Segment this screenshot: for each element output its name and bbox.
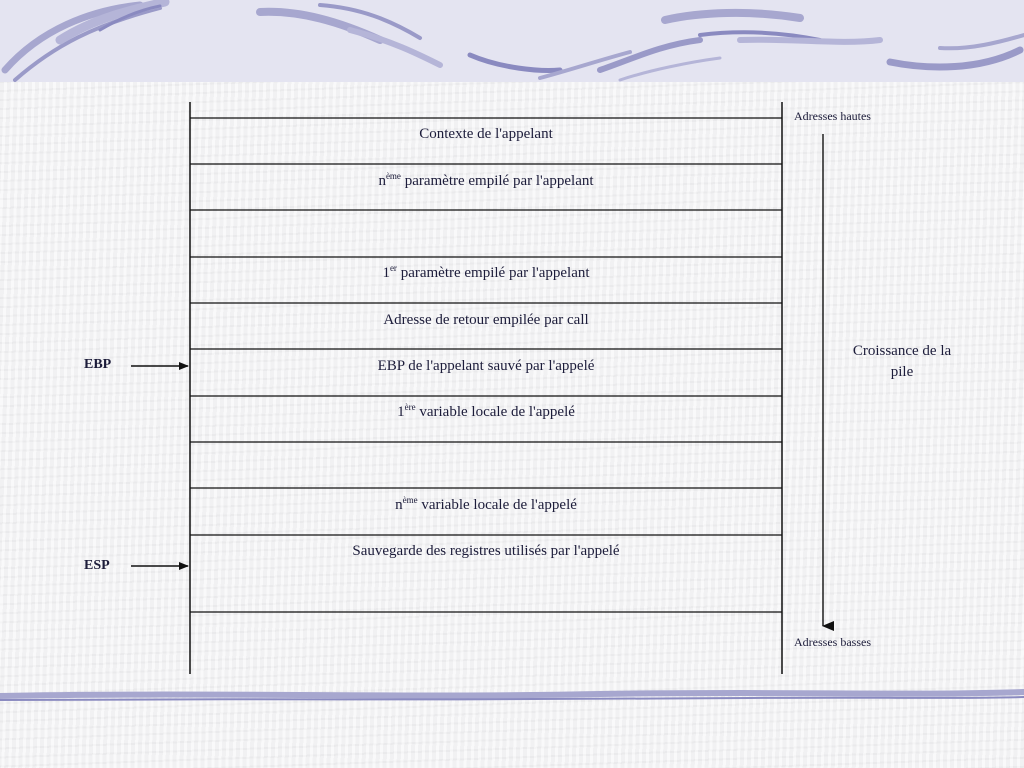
ebp-label: EBP xyxy=(84,357,112,372)
low-addresses-label: Adresses basses xyxy=(794,635,871,649)
stack-growth-label: Croissance de la pile xyxy=(838,341,966,383)
stack-row-dividers xyxy=(190,117,782,613)
swirl-pattern xyxy=(1,0,1024,82)
stack-cell-saved-registers: Sauvegarde des registres utilisés par l'… xyxy=(352,543,620,559)
stack-cell-first-local: 1ère variable locale de l'appelé xyxy=(397,402,575,421)
high-addresses-label: Adresses hautes xyxy=(794,109,871,123)
esp-label: ESP xyxy=(84,558,110,573)
stack-cell-saved-ebp: EBP de l'appelant sauvé par l'appelé xyxy=(377,358,595,374)
bottom-decorative-band xyxy=(0,686,1024,708)
growth-label-line: Croissance de la xyxy=(852,343,952,359)
stack-cell-first-parameter: 1er paramètre empilé par l'appelant xyxy=(382,263,590,282)
growth-label-line: pile xyxy=(890,364,914,380)
top-decorative-banner xyxy=(0,0,1024,82)
stack-cell-nth-parameter: nème paramètre empilé par l'appelant xyxy=(378,171,594,190)
stack-cell-nth-local: nème variable locale de l'appelé xyxy=(395,495,577,514)
bottom-stroke xyxy=(0,689,1024,701)
stack-cell-caller-context: Contexte de l'appelant xyxy=(419,126,553,142)
stack-cell-return-address: Adresse de retour empilée par call xyxy=(383,312,589,328)
